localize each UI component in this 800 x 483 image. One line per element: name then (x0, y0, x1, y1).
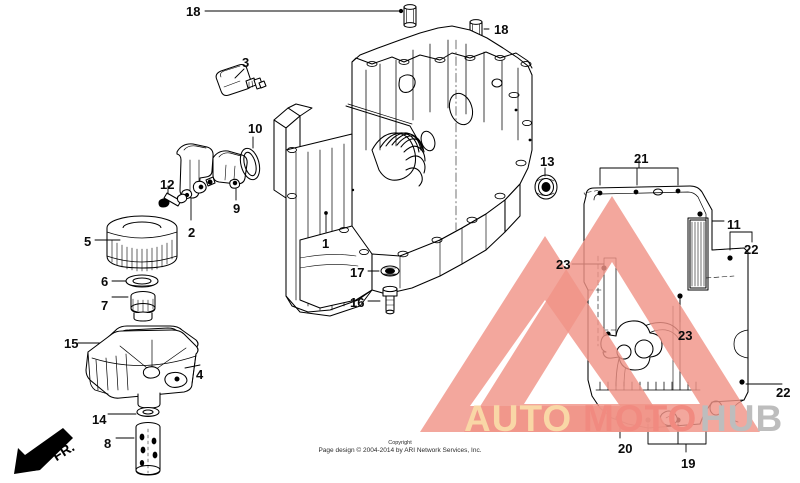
part-8-oil-strainer-pipe (135, 421, 161, 476)
callout-16[interactable]: 16 (350, 295, 365, 310)
part-14-o-ring (136, 406, 160, 418)
callout-7[interactable]: 7 (101, 298, 109, 313)
copyright-line-1: Copyright (388, 440, 412, 446)
callout-18[interactable]: 18 (186, 4, 201, 19)
callout-6[interactable]: 6 (101, 274, 109, 289)
callout-5[interactable]: 5 (84, 234, 92, 249)
callout-3[interactable]: 3 (242, 55, 250, 70)
callout-11[interactable]: 11 (727, 217, 741, 232)
callout-13[interactable]: 13 (540, 154, 555, 169)
callout-21[interactable]: 21 (634, 151, 649, 166)
part-6-sealing-washer (125, 274, 159, 288)
callout-19[interactable]: 19 (681, 456, 696, 471)
callout-4[interactable]: 4 (196, 367, 204, 382)
callout-18[interactable]: 18 (494, 22, 509, 37)
callout-9[interactable]: 9 (233, 201, 241, 216)
callout-17[interactable]: 17 (350, 265, 365, 280)
part-17-drain-washer (380, 265, 400, 277)
callout-20[interactable]: 20 (618, 441, 633, 456)
callout-8[interactable]: 8 (104, 436, 112, 451)
part-10-o-ring (239, 147, 261, 181)
part-2-oil-pump-bracket (176, 143, 214, 200)
part-16-drain-plug (382, 285, 398, 315)
callout-22[interactable]: 22 (776, 385, 791, 400)
callout-1[interactable]: 1 (322, 236, 330, 251)
part-12-flange-bolt (158, 192, 188, 208)
fr-arrow-icon (14, 428, 73, 474)
callout-15[interactable]: 15 (64, 336, 79, 351)
callout-23[interactable]: 23 (678, 328, 693, 343)
callout-2[interactable]: 2 (188, 225, 196, 240)
part-13-oil-seal (534, 174, 558, 200)
part-7-oil-pump-joint (130, 290, 156, 322)
callout-10[interactable]: 10 (248, 121, 263, 136)
part-5-oil-filter-element (106, 215, 178, 272)
copyright-line-2: Page design © 2004-2014 by ARI Network S… (318, 447, 482, 455)
callout-12[interactable]: 12 (160, 177, 175, 192)
copyright-block: Copyright Page design © 2004-2014 by ARI… (0, 440, 800, 456)
part-4-oil-strainer (85, 329, 199, 409)
callout-23[interactable]: 23 (556, 257, 571, 272)
callout-14[interactable]: 14 (92, 412, 107, 427)
part-18a-dowel-pin (403, 4, 417, 28)
part-9-relief-valve (205, 150, 248, 189)
callout-22[interactable]: 22 (744, 242, 759, 257)
part-3-oil-pressure-switch (215, 63, 267, 97)
crank-web-stack (371, 132, 426, 187)
